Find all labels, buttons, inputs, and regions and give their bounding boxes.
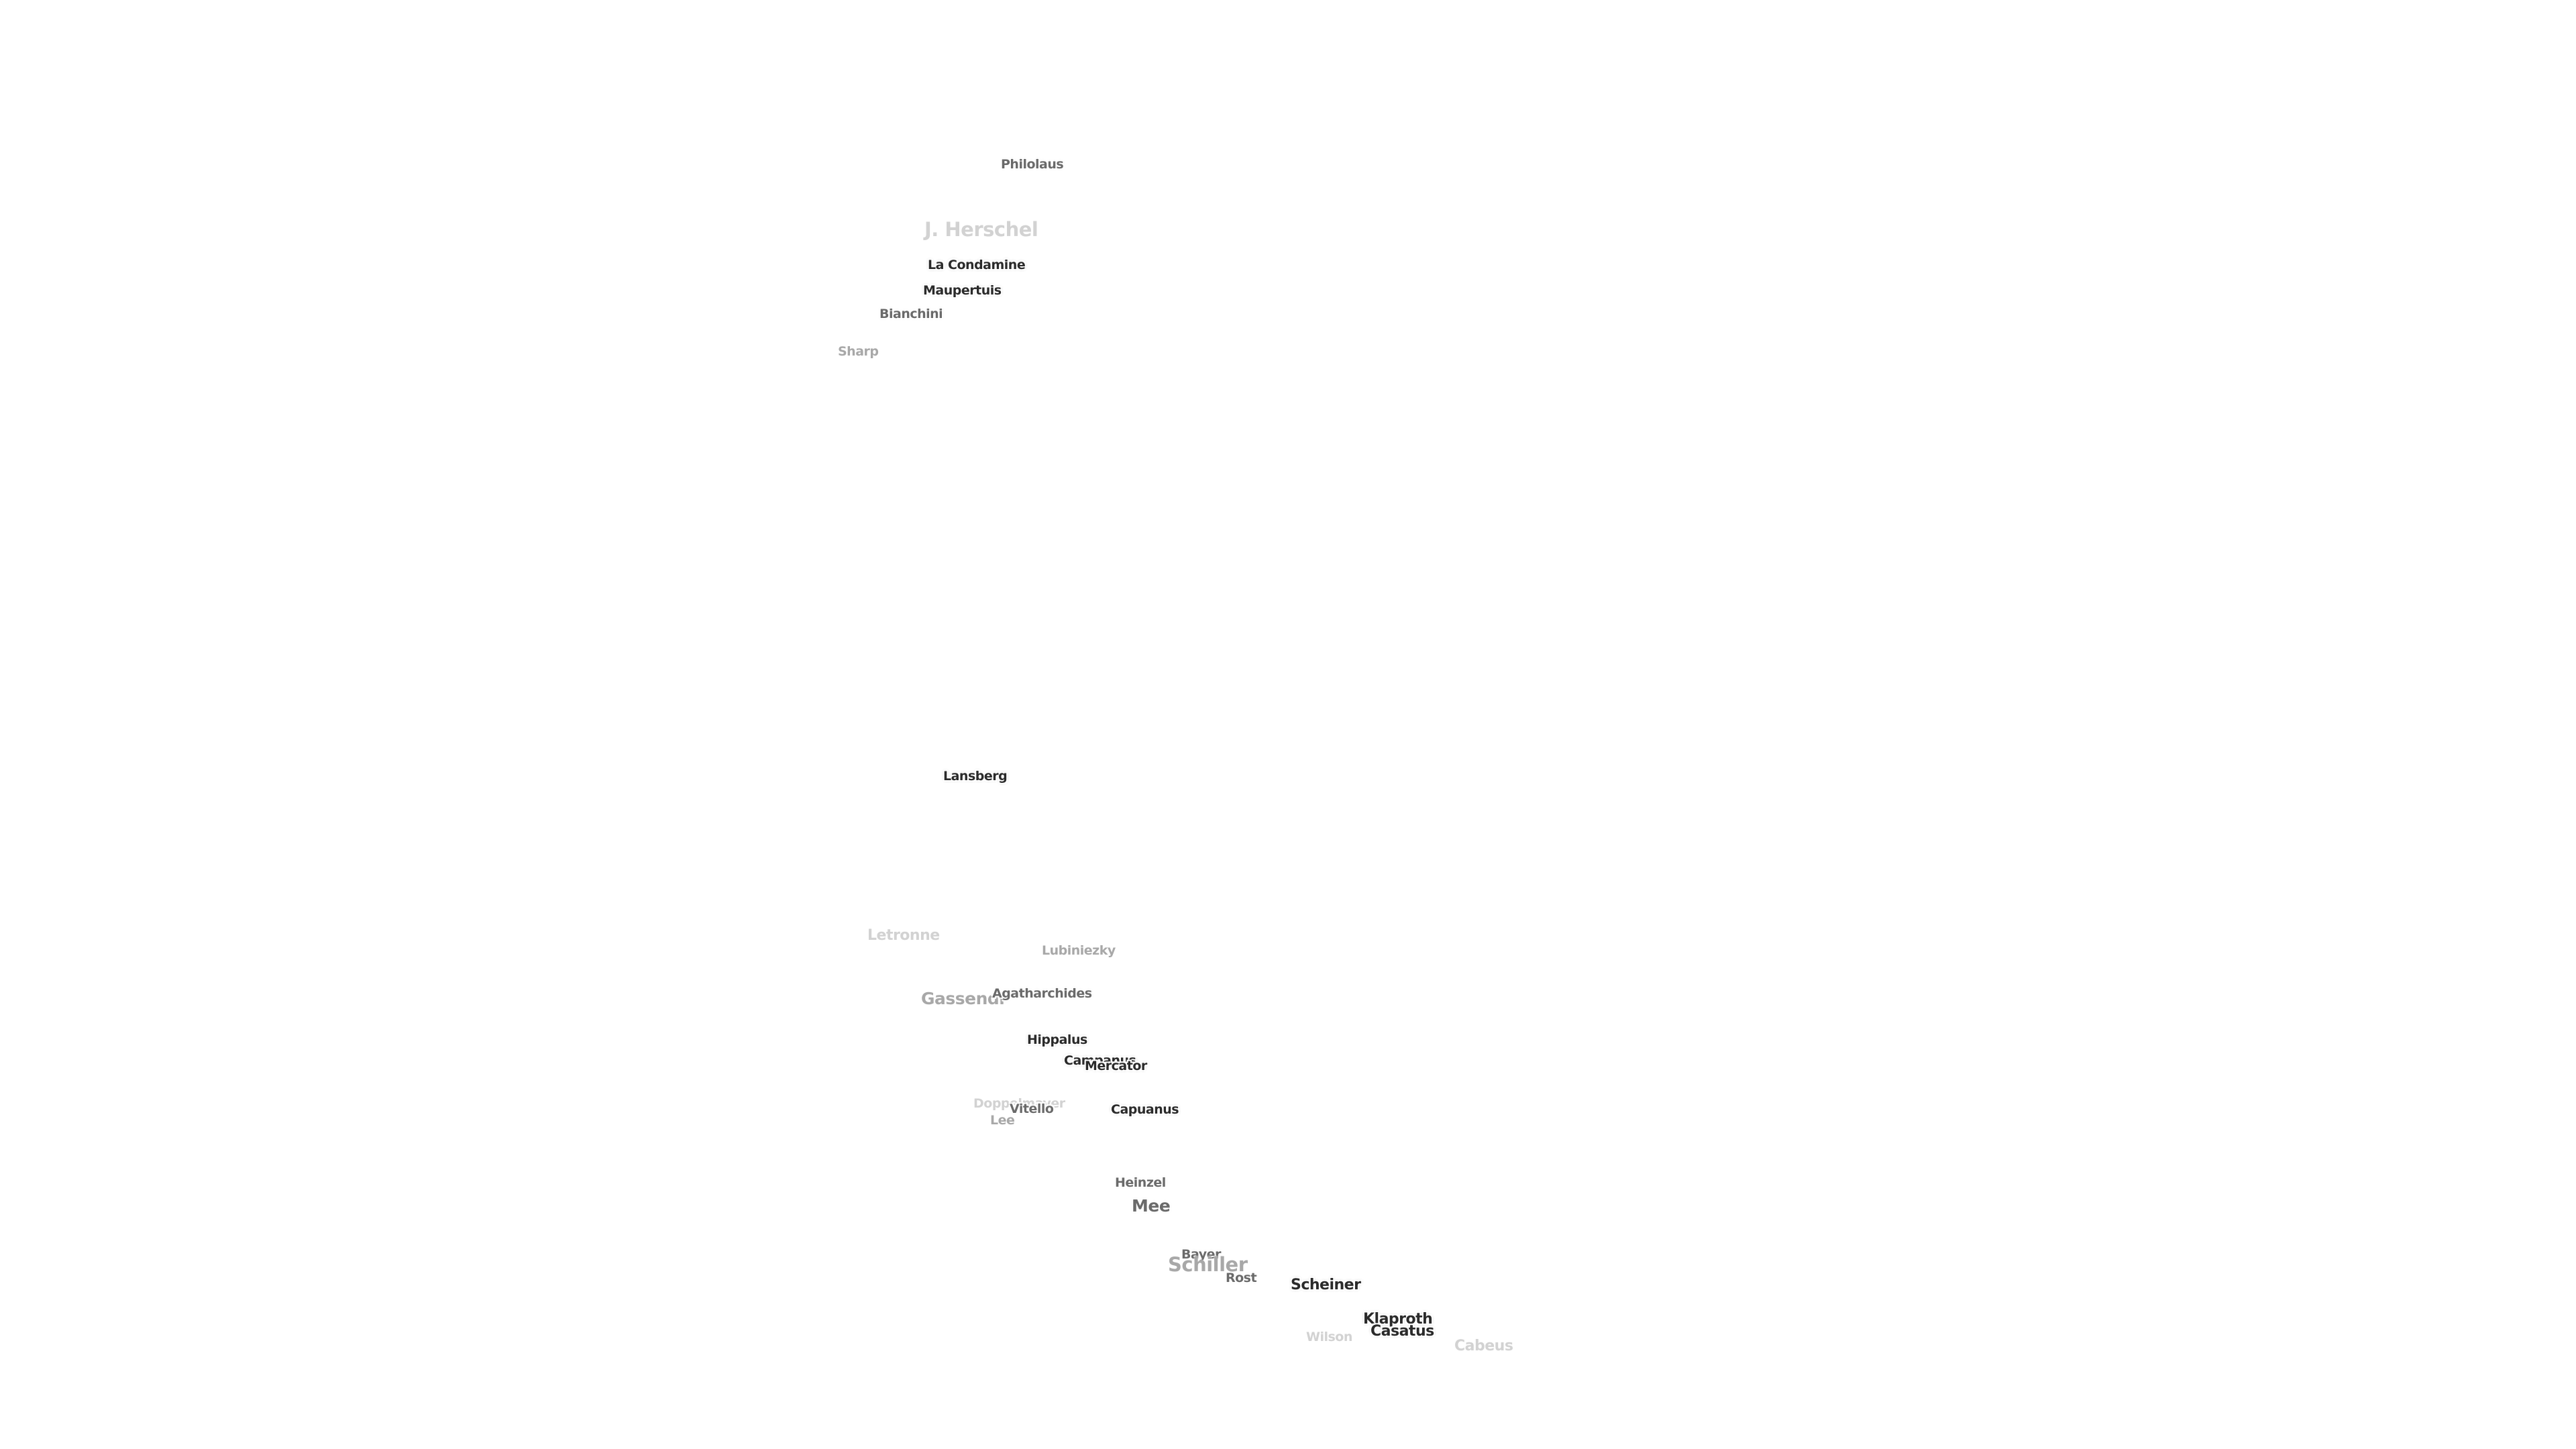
crater-label-wilson: Wilson (1306, 1330, 1352, 1344)
crater-label-bianchini: Bianchini (879, 307, 943, 321)
crater-label-casatus: Casatus (1371, 1323, 1434, 1340)
crater-label-philolaus: Philolaus (1001, 157, 1064, 172)
crater-label-agatharchides: Agatharchides (992, 986, 1092, 1001)
crater-label-j-herschel: J. Herschel (924, 218, 1038, 241)
crater-label-campanus: Campanus (1064, 1053, 1136, 1068)
crater-label-lansberg: Lansberg (943, 769, 1008, 784)
crater-label-gassendi: Gassendi (921, 989, 1005, 1008)
crater-label-rost: Rost (1226, 1271, 1257, 1285)
crater-label-schiller: Schiller (1168, 1253, 1248, 1276)
crater-label-lubiniezky: Lubiniezky (1042, 943, 1116, 958)
crater-label-bayer: Bayer (1181, 1247, 1221, 1262)
crater-label-klaproth: Klaproth (1363, 1311, 1433, 1328)
crater-label-doppelmayer: Doppelmayer (973, 1096, 1065, 1111)
crater-label-lee: Lee (990, 1113, 1015, 1128)
crater-label-la-condamine: La Condamine (928, 258, 1026, 272)
crater-label-letronne: Letronne (867, 927, 940, 944)
crater-label-maupertuis: Maupertuis (923, 283, 1002, 298)
crater-label-capuanus: Capuanus (1111, 1102, 1179, 1117)
crater-label-hippalus: Hippalus (1027, 1032, 1087, 1047)
crater-label-mee: Mee (1132, 1196, 1171, 1216)
crater-label-scheiner: Scheiner (1291, 1277, 1361, 1293)
crater-label-heinzel: Heinzel (1115, 1175, 1166, 1190)
crater-label-vitello: Vitello (1010, 1102, 1054, 1116)
crater-label-cabeus: Cabeus (1454, 1338, 1513, 1354)
crater-label-sharp: Sharp (838, 344, 879, 359)
crater-label-mercator: Mercator (1085, 1059, 1147, 1073)
